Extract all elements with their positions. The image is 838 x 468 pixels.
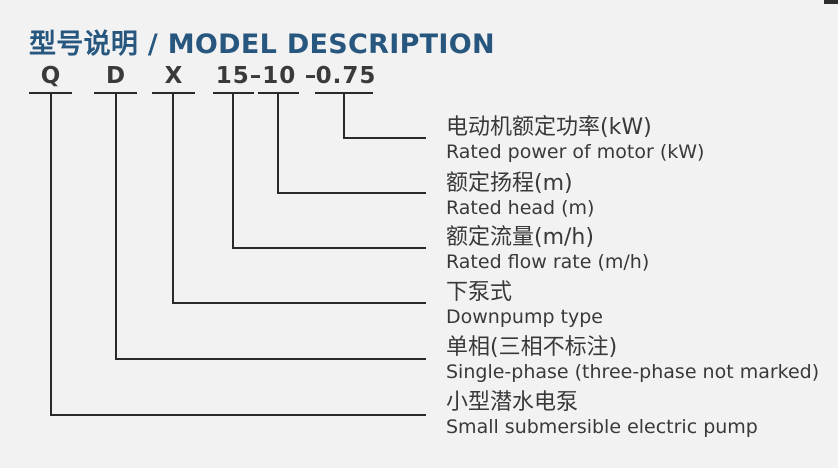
legend-en-label: Downpump type — [446, 306, 603, 328]
connector-line-head-vertical — [277, 92, 279, 194]
connector-line-head-horizontal — [277, 192, 426, 194]
legend-item-small-submersible-pump: 小型潜水电泵 Small submersible electric pump — [446, 389, 758, 439]
legend-zh-label: 额定扬程(m) — [446, 171, 573, 196]
legend-en-label: Rated head (m) — [446, 197, 595, 219]
legend-item-single-phase: 单相(三相不标注) Single-phase (three-phase not … — [446, 334, 819, 384]
model-code-phase: D — [105, 63, 127, 89]
connector-line-pumptype-horizontal — [172, 302, 426, 304]
legend-zh-label: 额定流量(m/h) — [446, 225, 594, 250]
model-code-separator: – — [304, 63, 318, 89]
connector-line-series-vertical — [50, 92, 52, 416]
model-code-power: 0.75 — [315, 63, 377, 89]
legend-en-label: Rated power of motor (kW) — [446, 141, 705, 163]
connector-line-power-horizontal — [343, 137, 426, 139]
corner-mark — [824, 0, 838, 4]
page-title: 型号说明 / MODEL DESCRIPTION — [29, 29, 495, 60]
model-code-series: Q — [40, 63, 62, 89]
connector-line-pumptype-vertical — [172, 92, 174, 304]
legend-en-label: Rated flow rate (m/h) — [446, 251, 650, 273]
connector-line-phase-horizontal — [115, 358, 426, 360]
legend-item-rated-flow: 额定流量(m/h) Rated flow rate (m/h) — [446, 224, 649, 274]
connector-line-flow-horizontal — [232, 247, 426, 249]
legend-item-rated-power: 电动机额定功率(kW) Rated power of motor (kW) — [446, 114, 704, 164]
model-code-flow-head: 15–10 — [215, 63, 297, 89]
connector-line-power-vertical — [343, 92, 345, 139]
legend-zh-label: 下泵式 — [446, 280, 513, 305]
connector-line-flow-vertical — [232, 92, 234, 249]
legend-zh-label: 电动机额定功率(kW) — [446, 115, 652, 140]
connector-line-phase-vertical — [115, 92, 117, 360]
legend-item-rated-head: 额定扬程(m) Rated head (m) — [446, 170, 594, 220]
legend-zh-label: 小型潜水电泵 — [446, 390, 579, 415]
legend-en-label: Single-phase (three-phase not marked) — [446, 361, 820, 383]
connector-line-series-horizontal — [50, 414, 426, 416]
legend-zh-label: 单相(三相不标注) — [446, 335, 618, 360]
model-code-pump-type: X — [164, 63, 184, 89]
legend-en-label: Small submersible electric pump — [446, 416, 758, 438]
legend-item-downpump-type: 下泵式 Downpump type — [446, 279, 603, 329]
